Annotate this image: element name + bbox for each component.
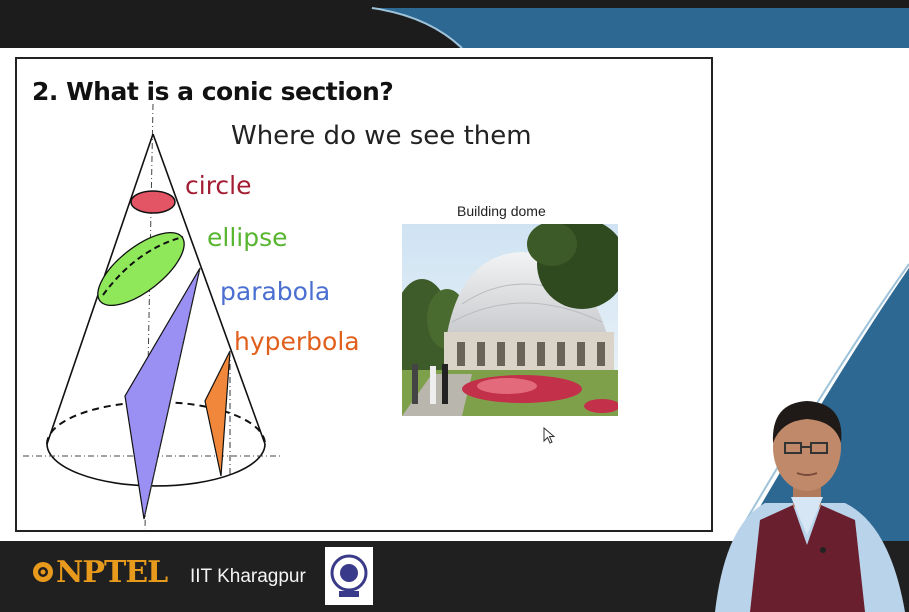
ellipse-section bbox=[97, 231, 185, 307]
slide-subtitle: Where do we see them bbox=[231, 121, 532, 151]
hyperbola-section bbox=[204, 350, 231, 477]
mouse-cursor-icon bbox=[543, 427, 556, 444]
presenter-video bbox=[715, 401, 905, 612]
building-dome-photo bbox=[402, 224, 618, 416]
institute-name: IIT Kharagpur bbox=[190, 566, 306, 587]
circle-section bbox=[130, 190, 176, 214]
label-circle: circle bbox=[185, 171, 252, 200]
iit-emblem-icon bbox=[325, 547, 373, 605]
nptel-gear-icon bbox=[33, 562, 53, 582]
label-hyperbola: hyperbola bbox=[234, 327, 360, 356]
photo-caption: Building dome bbox=[457, 203, 546, 219]
conic-cone-diagram bbox=[23, 103, 282, 530]
header-band bbox=[0, 0, 909, 48]
label-ellipse: ellipse bbox=[207, 223, 288, 252]
label-parabola: parabola bbox=[220, 277, 331, 306]
nptel-wordmark: NPTEL bbox=[56, 555, 168, 590]
slide-title: 2. What is a conic section? bbox=[32, 77, 394, 106]
slide-panel: 2. What is a conic section? Where do we … bbox=[15, 57, 713, 532]
parabola-section bbox=[124, 267, 201, 520]
